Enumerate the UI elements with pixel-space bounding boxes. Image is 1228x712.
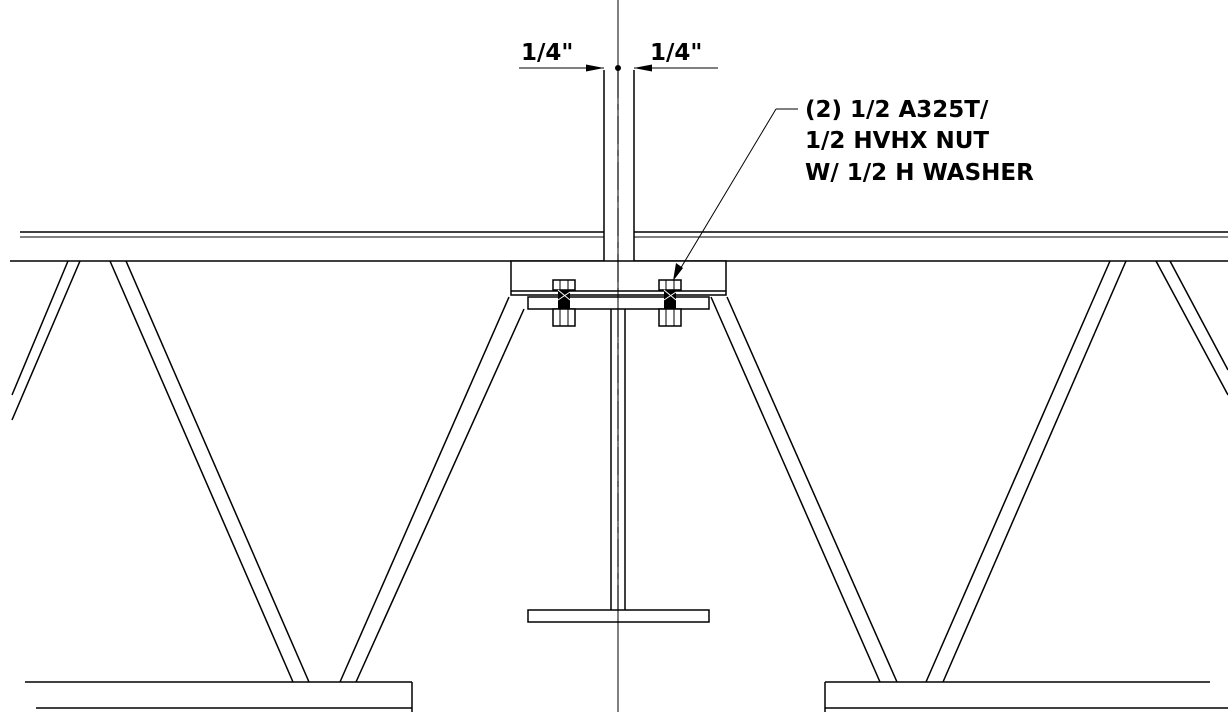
dimension-left-label: 1/4"	[521, 40, 573, 66]
bottom-chord-right	[824, 681, 1228, 712]
bolt-callout: (2) 1/2 A325T/ 1/2 HVHX NUT W/ 1/2 H WAS…	[805, 97, 1034, 186]
callout-line-3: W/ 1/2 H WASHER	[805, 160, 1034, 186]
bolt-left	[552, 279, 576, 327]
leader-arrowhead	[673, 263, 683, 281]
dimension-right-label: 1/4"	[650, 40, 702, 66]
top-chord-right	[634, 231, 1228, 262]
bottom-chord-left	[25, 681, 413, 712]
centerline	[615, 0, 621, 712]
bolt-right	[658, 279, 682, 327]
dimension-arrow-left	[586, 64, 604, 72]
callout-line-1: (2) 1/2 A325T/	[805, 97, 989, 123]
top-chord-left	[10, 231, 604, 262]
centerline-point	[615, 65, 621, 71]
web-members-left	[11, 260, 525, 683]
callout-line-2: 1/2 HVHX NUT	[805, 128, 989, 154]
vertical-stem	[603, 70, 635, 290]
dimension-arrow-right	[634, 64, 652, 72]
gap-dimension: 1/4" 1/4"	[519, 40, 718, 72]
bolt-callout-leader	[673, 108, 798, 281]
web-members-right	[710, 260, 1228, 683]
